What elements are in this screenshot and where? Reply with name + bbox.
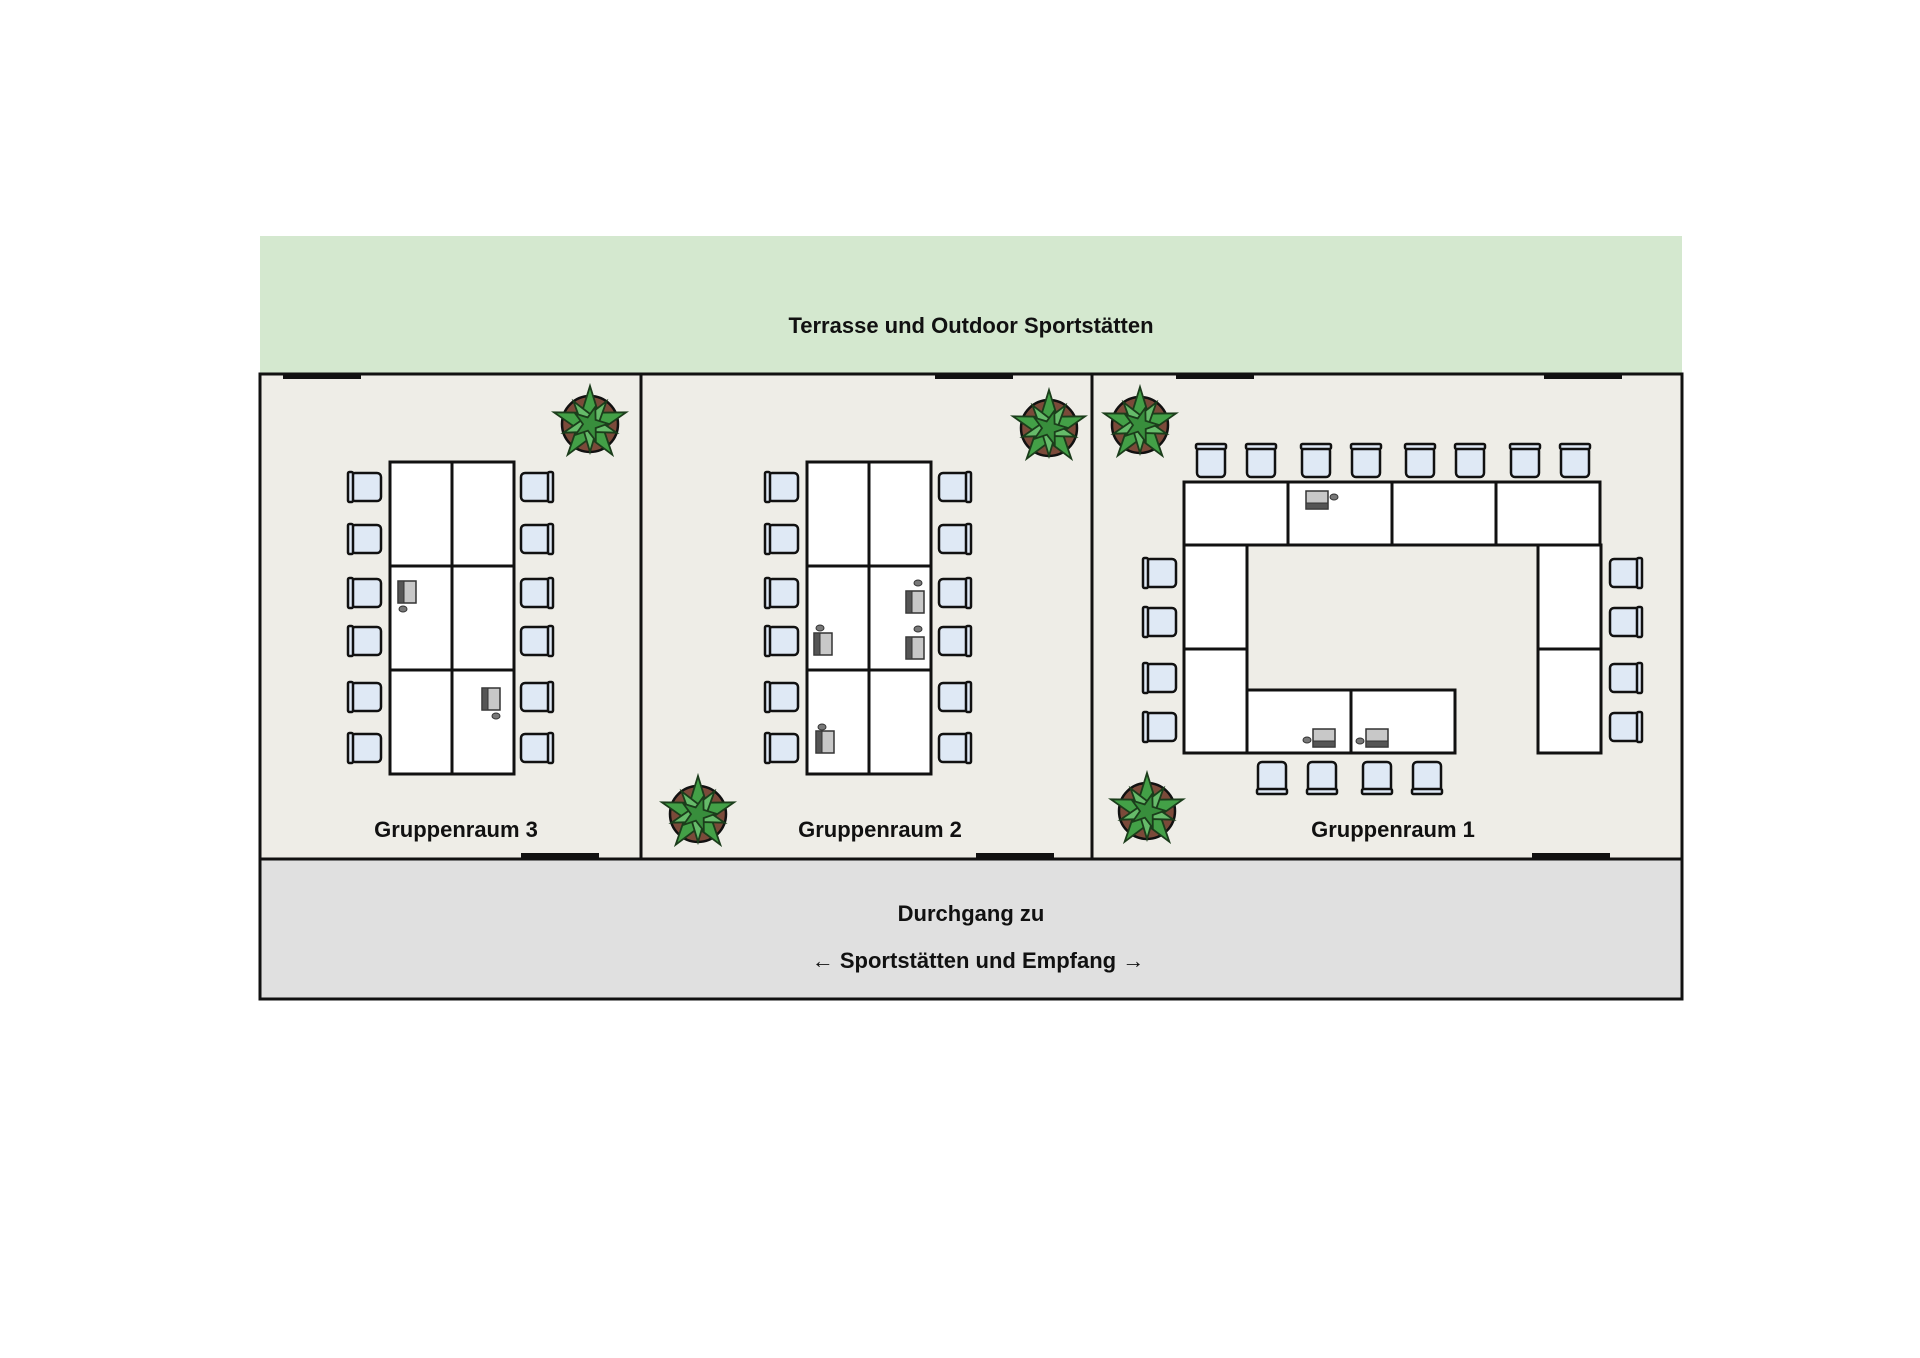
chair-icon [937, 624, 973, 658]
chair-icon [763, 731, 800, 765]
table [867, 460, 933, 568]
chair-icon [519, 522, 555, 556]
chair-icon [1299, 442, 1333, 479]
table [1390, 480, 1498, 547]
plant-icon [1009, 386, 1089, 462]
table [450, 564, 516, 672]
chair-icon [763, 624, 800, 658]
terrace-label: Terrasse und Outdoor Sportstätten [788, 313, 1153, 338]
laptop-icon [397, 580, 417, 613]
table [805, 460, 871, 568]
chair-icon [937, 576, 973, 610]
laptop-icon [905, 579, 925, 614]
chair-icon [1558, 442, 1592, 479]
table [867, 668, 933, 776]
chair-icon [1608, 661, 1644, 695]
chair-icon [1410, 760, 1444, 796]
laptop-icon [1302, 728, 1336, 748]
chair-icon [519, 576, 555, 610]
chair-icon [1608, 605, 1644, 639]
chair-icon [937, 731, 973, 765]
chair-icon [763, 680, 800, 714]
laptop-icon [815, 723, 835, 754]
table [1286, 480, 1394, 547]
chair-icon [1141, 556, 1178, 590]
chair-icon [1305, 760, 1339, 796]
room-3-label: Gruppenraum 3 [374, 817, 538, 842]
chair-icon [1141, 710, 1178, 744]
table [450, 668, 516, 776]
chair-icon [346, 576, 383, 610]
plant-icon [1107, 769, 1187, 845]
chair-icon [346, 624, 383, 658]
terrace-area [260, 236, 1682, 373]
chair-icon [1141, 605, 1178, 639]
table [1182, 480, 1290, 547]
chair-icon [346, 522, 383, 556]
chair-icon [763, 576, 800, 610]
room-1-label: Gruppenraum 1 [1311, 817, 1475, 842]
laptop-icon [1305, 490, 1339, 510]
chair-icon [1403, 442, 1437, 479]
chair-icon [937, 680, 973, 714]
chair-icon [763, 522, 800, 556]
chair-icon [346, 470, 383, 504]
laptop-icon [1355, 728, 1389, 748]
plant-icon [1100, 383, 1180, 459]
door-icon [283, 374, 1622, 858]
table [1182, 647, 1249, 755]
chair-icon [1453, 442, 1487, 479]
chair-icon [1608, 710, 1644, 744]
chair-icon [519, 680, 555, 714]
plant-icon [550, 382, 630, 458]
chair-icon [1244, 442, 1278, 479]
chair-icon [1360, 760, 1394, 796]
passage-line-2: ← Sportstätten und Empfang → [812, 948, 1144, 973]
chair-icon [1194, 442, 1228, 479]
chair-icon [346, 680, 383, 714]
plant-icon [658, 772, 738, 848]
table [388, 460, 454, 568]
table [388, 668, 454, 776]
laptop-icon [481, 687, 501, 720]
laptop-icon [813, 624, 833, 656]
chair-icon [1141, 661, 1178, 695]
chair-icon [1608, 556, 1644, 590]
passage-line-1: Durchgang zu [898, 901, 1045, 926]
furniture-layer [346, 382, 1644, 848]
chair-icon [937, 522, 973, 556]
chair-icon [1349, 442, 1383, 479]
room-2-label: Gruppenraum 2 [798, 817, 962, 842]
chair-icon [346, 731, 383, 765]
table [1536, 543, 1603, 651]
passage-area [260, 859, 1682, 999]
chair-icon [1255, 760, 1289, 796]
chair-icon [937, 470, 973, 504]
table [1182, 543, 1249, 651]
chair-icon [519, 624, 555, 658]
chair-icon [519, 470, 555, 504]
laptop-icon [905, 625, 925, 660]
chair-icon [1508, 442, 1542, 479]
chair-icon [763, 470, 800, 504]
table [450, 460, 516, 568]
chair-icon [519, 731, 555, 765]
table [805, 668, 871, 776]
table [1536, 647, 1603, 755]
table [1494, 480, 1602, 547]
